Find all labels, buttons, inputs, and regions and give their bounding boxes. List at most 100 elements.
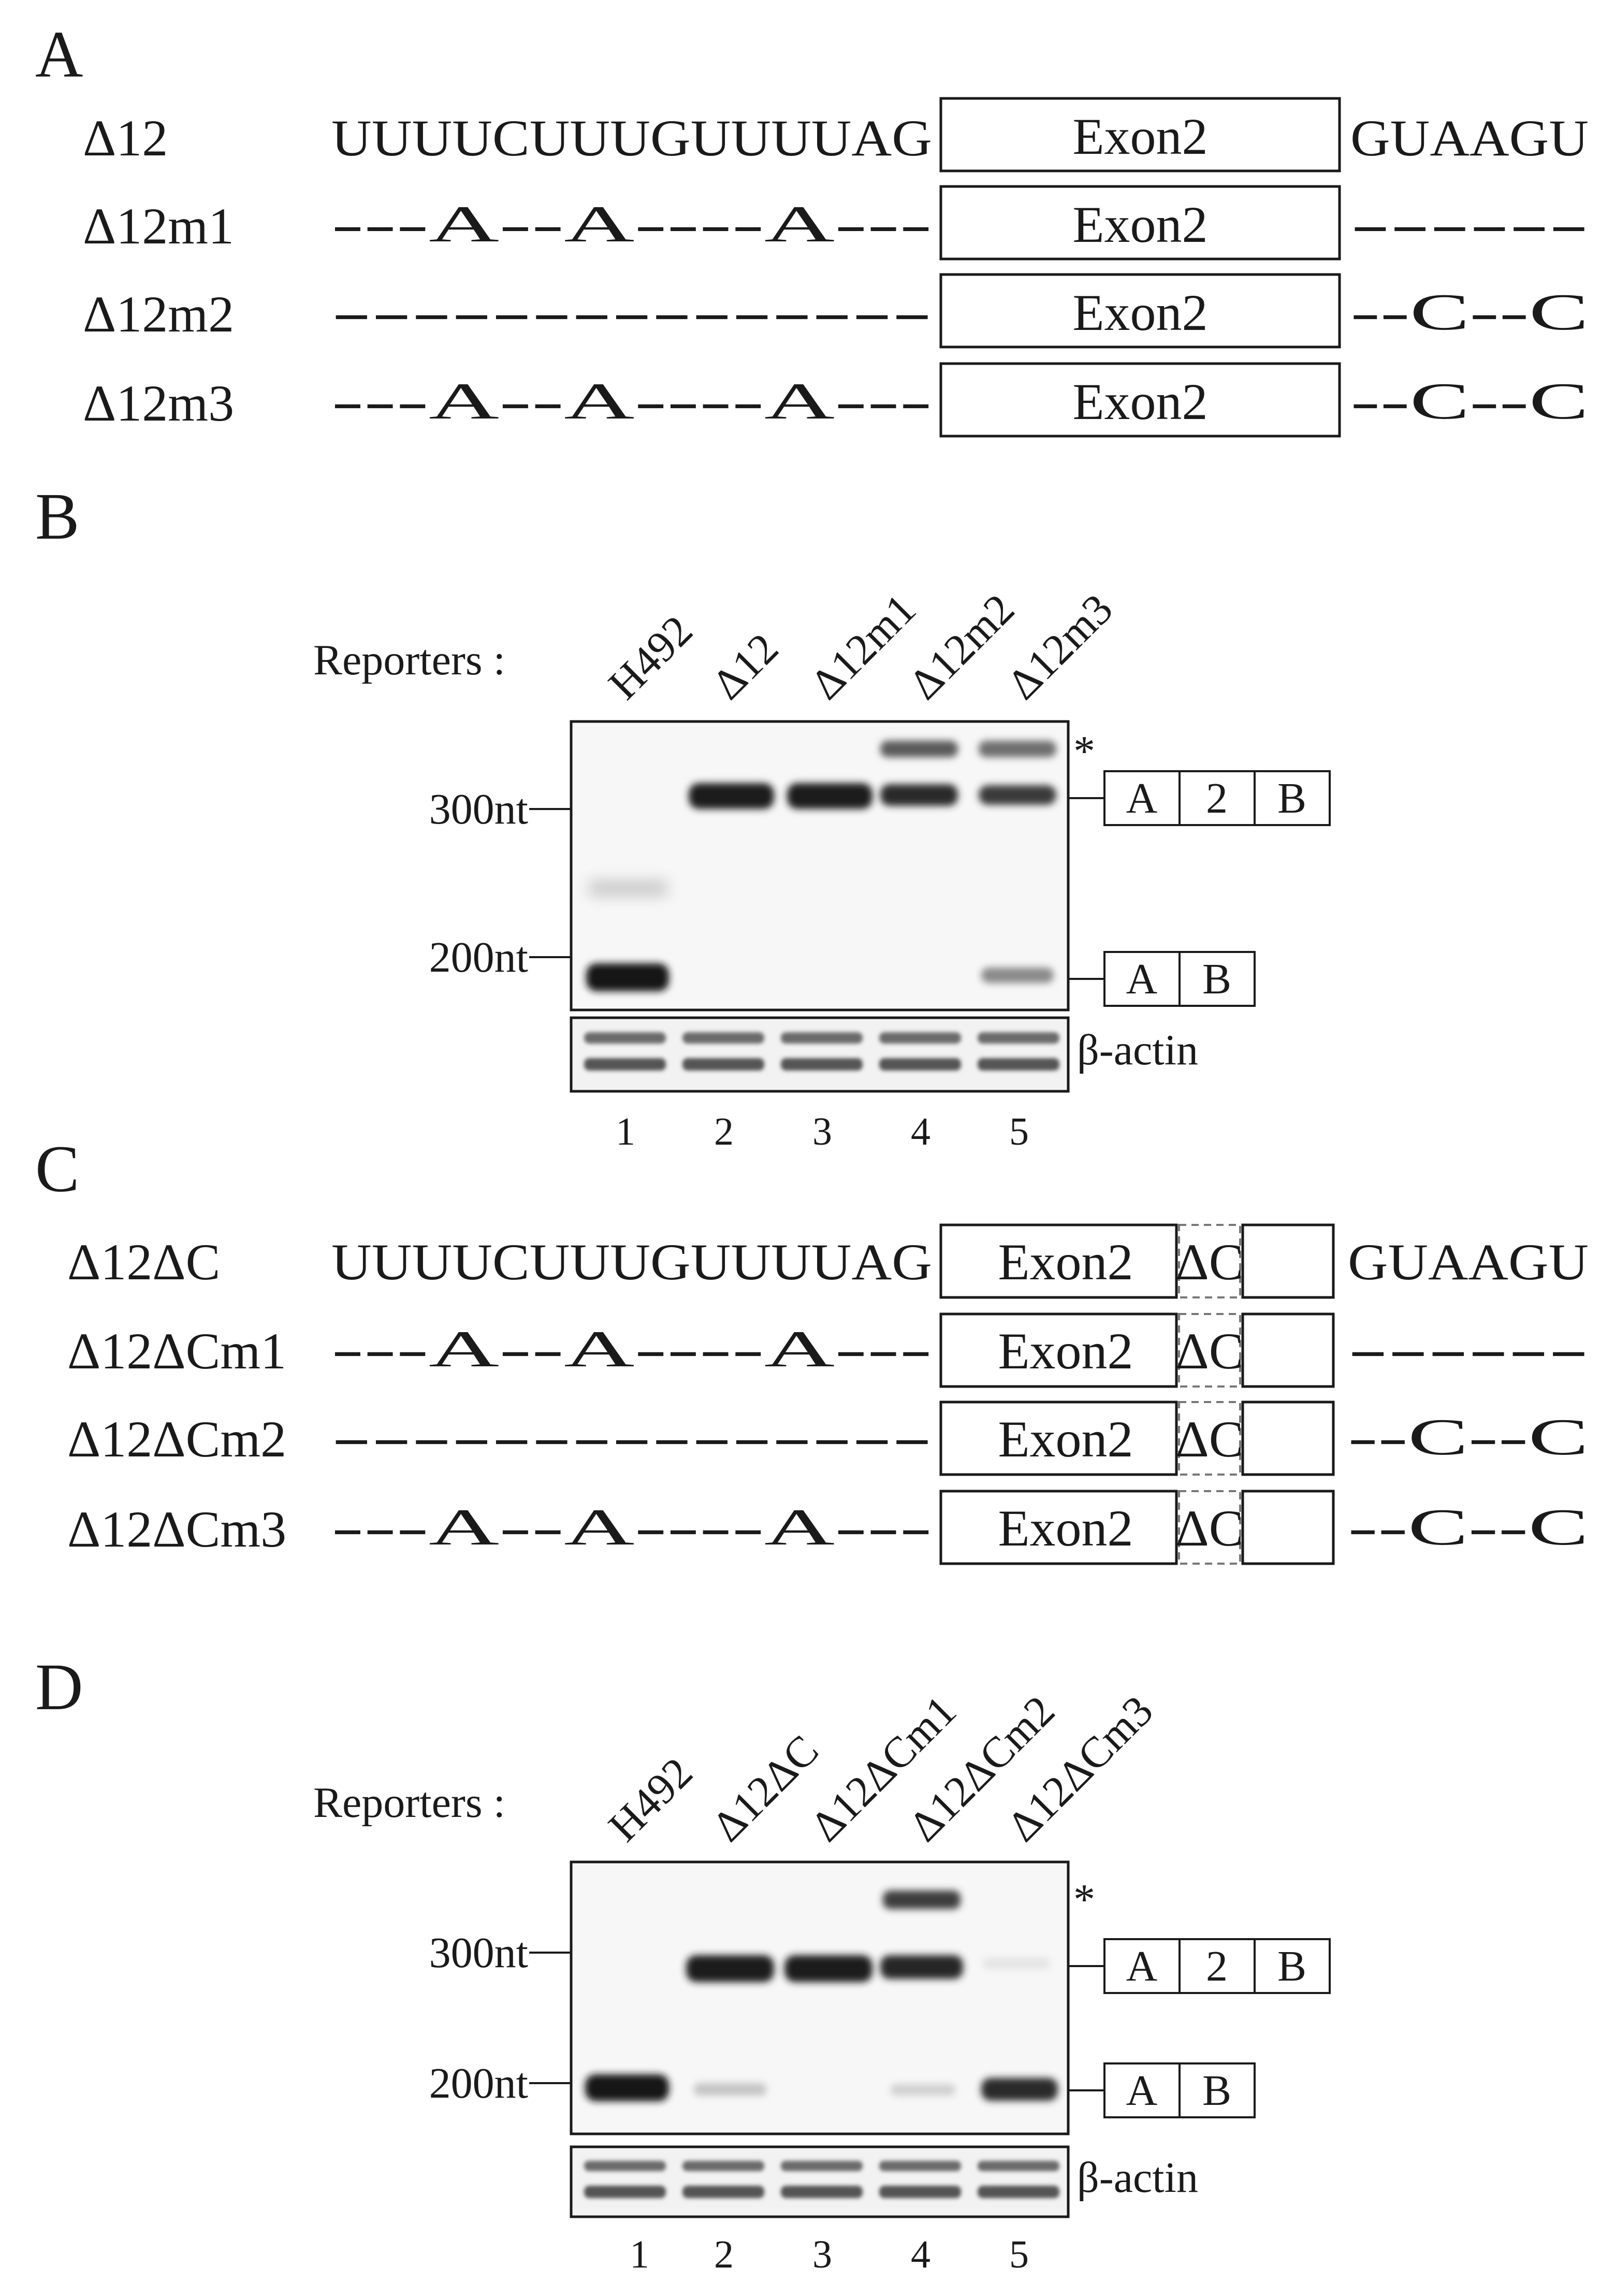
gel-band	[589, 880, 667, 896]
actin-gel	[570, 1016, 1070, 1093]
exon-b-label: B	[1277, 1942, 1306, 1990]
deletion-box	[1178, 1490, 1241, 1565]
exon2-box	[939, 273, 1341, 349]
gel-bands	[586, 741, 1056, 991]
product-segment	[1178, 1938, 1256, 1994]
reporters-label: Reporters :	[313, 636, 505, 684]
lane-label: Δ12m1	[802, 585, 925, 709]
gel-band	[983, 1958, 1050, 1969]
exon2-label: Exon2	[1072, 284, 1207, 341]
product-a2b: A 2 B	[1103, 770, 1331, 826]
lane-number: 4	[911, 1110, 930, 1153]
product-ab: A B	[1103, 951, 1256, 1007]
deletion-box	[1178, 1401, 1241, 1476]
actin-band	[682, 2186, 764, 2198]
asterisk: *	[1073, 1875, 1095, 1924]
gel-band	[883, 1890, 961, 1909]
downstream-sequence: GUAAGU	[1348, 1233, 1589, 1291]
gel-band	[880, 741, 958, 757]
lane-number: 5	[1009, 2233, 1029, 2276]
size-markers: 300nt 200nt	[429, 785, 571, 981]
downstream-sequence: --C--C	[1350, 372, 1589, 430]
deletion-box	[1178, 1224, 1241, 1298]
actin-band	[781, 2161, 863, 2171]
row-name: Δ12ΔCm3	[67, 1500, 286, 1558]
lane-number: 3	[812, 2233, 832, 2276]
gel-band	[585, 2074, 669, 2101]
exon-a-label: A	[1126, 1942, 1158, 1990]
exon2-box	[939, 1223, 1178, 1299]
exon2-label: Exon2	[1072, 373, 1207, 430]
lane-labels: H492 Δ12 Δ12m1 Δ12m2 Δ12m3	[600, 585, 1122, 709]
exon-2-label: 2	[1206, 774, 1228, 822]
row-name: Δ12ΔCm1	[67, 1322, 286, 1380]
exon2-label: Exon2	[1072, 196, 1207, 253]
row-name: Δ12m2	[83, 285, 234, 343]
actin-band	[584, 1058, 666, 1071]
actin-band	[879, 1032, 961, 1044]
product-segment	[1178, 770, 1256, 826]
exon-fragment-box	[1241, 1223, 1335, 1299]
lane-label: H492	[600, 1749, 702, 1851]
product-segment	[1103, 2062, 1181, 2118]
lane-label: H492	[600, 607, 702, 709]
exon-a-label: A	[1126, 2067, 1158, 2115]
product-a2b: A 2 B	[1103, 1938, 1331, 1994]
row-name: Δ12m1	[83, 197, 234, 255]
gel-band	[880, 1955, 963, 1979]
exon2-box	[939, 362, 1341, 438]
downstream-sequence: --C--C	[1348, 1408, 1589, 1466]
actin-band	[584, 2161, 666, 2171]
downstream-sequence: ------	[1350, 195, 1589, 253]
exon2-label: Exon2	[998, 1322, 1133, 1380]
reporters-label: Reporters :	[313, 1779, 505, 1827]
lane-number: 3	[812, 1110, 832, 1153]
exon-b-label: B	[1202, 2067, 1231, 2115]
upstream-sequence: UUUUCUUUGUUUUAG	[331, 109, 932, 167]
upstream-sequence: UUUUCUUUGUUUUAG	[331, 1233, 932, 1291]
gel-main	[570, 720, 1070, 1012]
exon2-label: Exon2	[998, 1410, 1133, 1468]
lane-numbers: 1 2 3 4 5	[616, 1110, 1029, 1153]
exon-fragment-box	[1241, 1312, 1335, 1388]
size-markers: 300nt 200nt	[429, 1929, 571, 2107]
exon2-label: Exon2	[1072, 108, 1207, 165]
lane-number: 5	[1009, 1110, 1029, 1153]
exon-fragment-box	[1241, 1490, 1335, 1565]
asterisk: *	[1073, 727, 1095, 775]
gel-band	[787, 783, 872, 809]
panel-c-letter: C	[35, 1132, 79, 1206]
actin-band	[978, 2161, 1059, 2171]
product-segment	[1254, 770, 1331, 826]
gel-band	[979, 741, 1056, 757]
gel-band	[979, 785, 1056, 805]
marker-300nt: 300nt	[429, 1929, 528, 1977]
lane-number: 2	[714, 2233, 734, 2276]
actin-band	[781, 2186, 863, 2198]
exon-a-label: A	[1126, 774, 1158, 822]
lane-number: 4	[911, 2233, 930, 2276]
exon2-label: Exon2	[998, 1233, 1133, 1291]
lane-label: Δ12	[703, 624, 788, 709]
gel-band	[694, 2083, 766, 2096]
gel-band	[586, 963, 669, 991]
exon-2-label: 2	[1206, 1942, 1228, 1990]
exon-b-label: B	[1277, 774, 1306, 822]
actin-label: β-actin	[1077, 1026, 1198, 1074]
lane-label: Δ12m3	[998, 585, 1122, 709]
actin-band	[682, 1058, 764, 1071]
lane-number: 1	[616, 1110, 635, 1153]
product-segment	[1254, 1938, 1331, 1994]
deletion-label: ΔC	[1175, 1322, 1243, 1380]
deletion-label: ΔC	[1175, 1233, 1243, 1291]
actin-band	[682, 2161, 764, 2171]
lane-number: 2	[714, 1110, 734, 1153]
exon-a-label: A	[1126, 955, 1158, 1003]
actin-band	[781, 1058, 863, 1071]
actin-label: β-actin	[1077, 2154, 1198, 2202]
product-ab: A B	[1103, 2062, 1256, 2118]
downstream-sequence: ------	[1348, 1320, 1589, 1378]
gel-band	[689, 783, 774, 809]
gel-bands	[585, 1890, 1058, 2101]
